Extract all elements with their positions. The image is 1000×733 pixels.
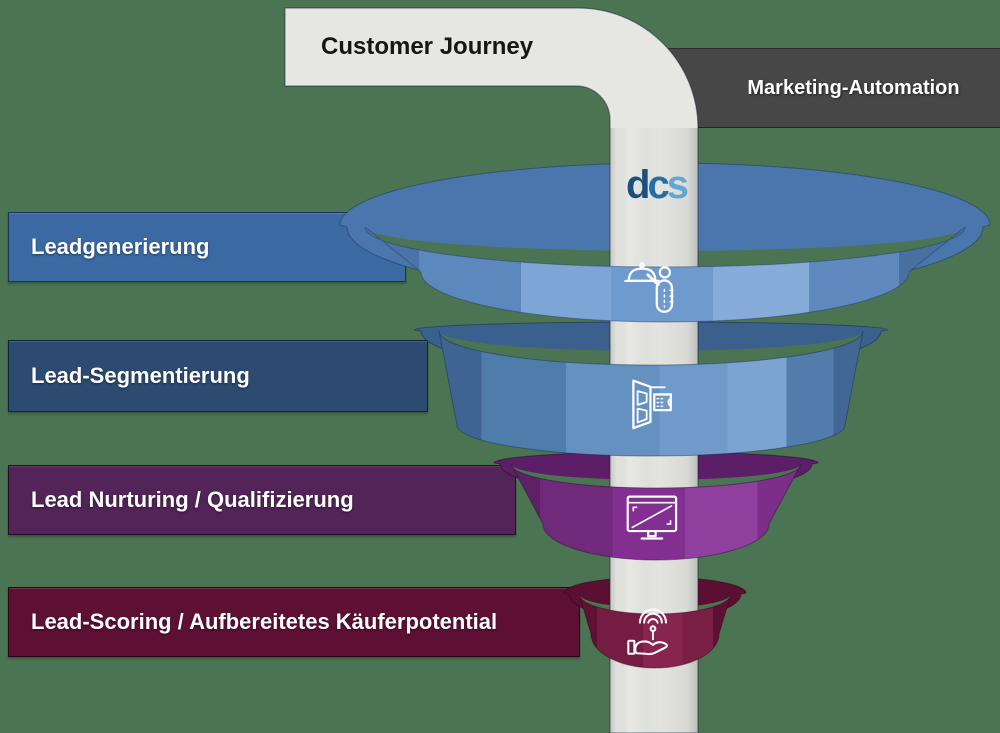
marketing-automation-banner: Marketing-Automation — [655, 48, 1000, 128]
stage-label: Lead-Segmentierung — [31, 363, 250, 388]
ring2-front-band — [438, 330, 864, 457]
ring4-front-band — [578, 593, 732, 669]
stage-banner-leadgenerierung: Leadgenerierung — [8, 212, 406, 282]
brochure-ticket-icon — [632, 379, 673, 430]
hand-signal-icon — [627, 608, 668, 656]
ring3-front-band — [510, 463, 802, 561]
dcs-logo: dcs — [626, 163, 688, 207]
funnel-ring-gaps — [365, 227, 965, 614]
monitor-icon — [626, 495, 678, 540]
stage-label: Lead Nurturing / Qualifizierung — [31, 487, 354, 512]
ring1-back-band — [339, 162, 991, 296]
stage-banner-lead-segmentierung: Lead-Segmentierung — [8, 340, 428, 412]
stage-banner-lead-scoring: Lead-Scoring / Aufbereitetes Käuferpoten… — [8, 587, 580, 657]
stage-label: Leadgenerierung — [31, 234, 210, 259]
customer-journey-banner: Customer Journey — [285, 8, 595, 86]
waiter-serving-leads-icon — [624, 262, 674, 313]
ring4-back-band — [563, 576, 747, 621]
marketing-automation-label: Marketing-Automation — [747, 76, 960, 99]
pipe-shading — [610, 128, 698, 733]
ring2-back-band — [413, 321, 889, 374]
stage-banner-lead-nurturing: Lead Nurturing / Qualifizierung — [8, 465, 516, 535]
customer-journey-label: Customer Journey — [321, 33, 534, 60]
ring3-back-band — [493, 451, 819, 495]
funnel-back-rings — [339, 162, 991, 621]
ring1-front-band — [364, 225, 966, 323]
stage-label: Lead-Scoring / Aufbereitetes Käuferpoten… — [31, 609, 498, 634]
